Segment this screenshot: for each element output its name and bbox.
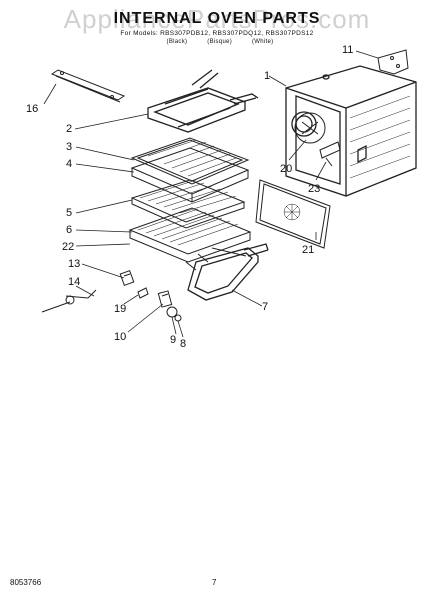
callout-21: 21 — [302, 244, 314, 256]
part-9-8-light-bulb — [166, 306, 182, 322]
callout-5: 5 — [66, 207, 72, 219]
part-23-convection-element — [319, 141, 341, 167]
part-19-clip — [137, 287, 149, 299]
callout-4: 4 — [66, 158, 72, 170]
callout-19: 19 — [114, 303, 126, 315]
part-2-bake-element — [147, 69, 259, 133]
callout-10: 10 — [114, 331, 126, 343]
model-list: For Models: RBS307PDB12, RBS307PDQ12, RB… — [120, 30, 314, 37]
part-16-rack-guide — [50, 69, 126, 103]
part-1-oven-cavity — [285, 65, 417, 197]
page-number: 7 — [212, 578, 217, 587]
part-14-meat-probe — [41, 289, 97, 313]
part-13-receptacle — [119, 270, 135, 286]
part-5-oven-rack — [130, 179, 246, 229]
callout-11: 11 — [342, 44, 353, 56]
callout-22: 22 — [62, 241, 74, 253]
callout-14: 14 — [68, 276, 80, 288]
callout-20: 20 — [280, 163, 292, 175]
callout-13: 13 — [68, 258, 80, 270]
callout-6: 6 — [66, 224, 72, 236]
callout-16: 16 — [26, 103, 38, 115]
callout-9: 9 — [170, 334, 176, 346]
callout-3: 3 — [66, 141, 72, 153]
part-21-fan-cover — [255, 179, 331, 249]
color-list: (Black) (Bisque) (White) — [166, 39, 274, 45]
callout-7: 7 — [262, 301, 268, 313]
part-10-light-socket — [157, 290, 173, 308]
page-title: INTERNAL OVEN PARTS — [113, 10, 321, 27]
document-number: 8053766 — [10, 578, 42, 587]
part-6-oven-rack — [128, 207, 252, 263]
part-7-broil-element — [187, 243, 269, 301]
watermark: AppliancePartsPros.com — [63, 4, 371, 34]
leader-lines — [43, 50, 379, 338]
part-3-broiler-pan — [130, 137, 250, 185]
callout-23: 23 — [308, 183, 320, 195]
part-11-bracket — [377, 49, 409, 75]
part-20-convection-fan — [294, 112, 326, 144]
callout-8: 8 — [180, 338, 186, 350]
callout-1: 1 — [264, 70, 270, 82]
callout-2: 2 — [66, 123, 72, 135]
